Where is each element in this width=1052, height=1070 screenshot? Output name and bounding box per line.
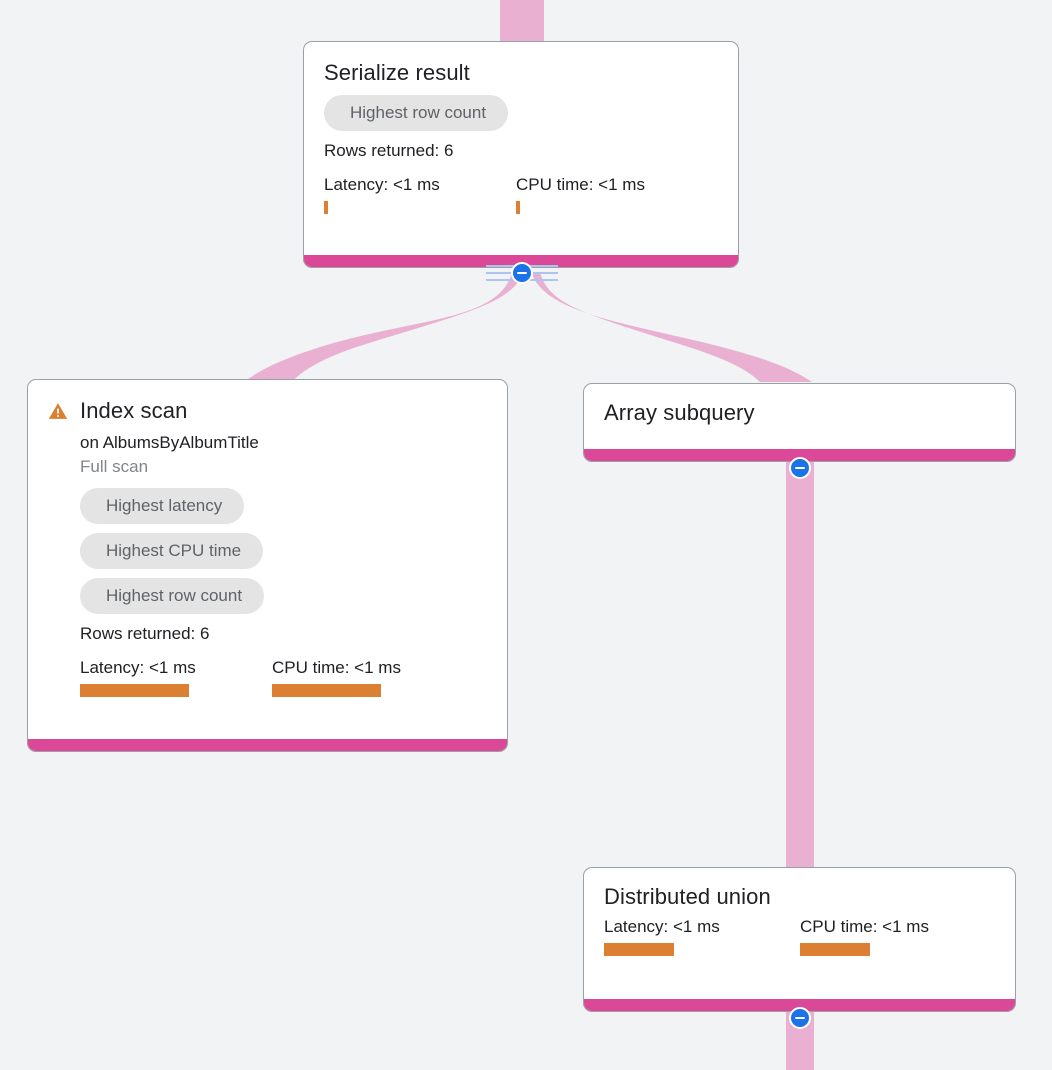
node-distributed-union-body: Distributed union Latency: <1 ms CPU tim… (584, 868, 1015, 966)
metric-latency-bar (324, 201, 328, 214)
metric-latency-bar (80, 684, 189, 697)
node-serialize-result-body: Serialize result Highest row count Rows … (304, 42, 738, 226)
node-index-scan-subtitle: on AlbumsByAlbumTitle (80, 433, 259, 452)
edge-incoming-top (500, 0, 544, 44)
metric-latency-label: Latency: <1 ms (324, 175, 440, 194)
metric-cpu-time-bar (272, 684, 381, 697)
warning-triangle-icon (48, 403, 68, 419)
metric-cpu-time-bar (516, 201, 520, 214)
edge-serialize-to-index-scan (244, 272, 522, 382)
metric-cpu-time-bar (800, 943, 870, 956)
node-serialize-result-metrics: Latency: <1 ms CPU time: <1 ms (324, 174, 718, 214)
node-distributed-union-metrics: Latency: <1 ms CPU time: <1 ms (604, 916, 995, 956)
collapse-toggle-serialize-result[interactable] (511, 262, 533, 284)
node-index-scan-details: on AlbumsByAlbumTitle Full scan Highest … (48, 431, 487, 697)
node-serialize-result-title-row: Serialize result (324, 60, 718, 86)
node-array-subquery-body: Array subquery (584, 384, 1015, 436)
node-index-scan-title-row: Index scan (48, 398, 487, 424)
metric-cpu-time-label: CPU time: <1 ms (272, 658, 401, 677)
node-index-scan-accent-bar (28, 739, 507, 751)
metric-cpu-time: CPU time: <1 ms (800, 916, 929, 956)
metric-latency-bar (604, 943, 674, 956)
node-serialize-result-accent-bar (304, 255, 738, 267)
node-distributed-union-title: Distributed union (604, 884, 771, 909)
metric-cpu-time: CPU time: <1 ms (272, 657, 401, 697)
badge-highest-latency: Highest latency (80, 488, 245, 524)
node-serialize-result-rows-returned: Rows returned: 6 (324, 141, 454, 160)
node-serialize-result-title: Serialize result (324, 60, 470, 85)
node-serialize-result[interactable]: Serialize result Highest row count Rows … (303, 41, 739, 268)
node-distributed-union[interactable]: Distributed union Latency: <1 ms CPU tim… (583, 867, 1016, 1012)
node-index-scan[interactable]: Index scan on AlbumsByAlbumTitle Full sc… (27, 379, 508, 752)
node-array-subquery[interactable]: Array subquery (583, 383, 1016, 462)
edge-serialize-to-array-subquery (532, 272, 812, 382)
metric-cpu-time: CPU time: <1 ms (516, 174, 645, 214)
metric-latency: Latency: <1 ms (324, 174, 516, 214)
metric-latency-label: Latency: <1 ms (80, 658, 196, 677)
node-index-scan-badges: Highest latency Highest CPU time Highest… (80, 488, 487, 614)
edge-array-subquery-to-distributed-union (786, 462, 814, 874)
node-index-scan-body: Index scan on AlbumsByAlbumTitle Full sc… (28, 380, 507, 709)
node-array-subquery-title: Array subquery (604, 400, 755, 425)
node-index-scan-title: Index scan (80, 398, 188, 423)
collapse-toggle-array-subquery[interactable] (789, 457, 811, 479)
node-serialize-result-badges: Highest row count (324, 95, 718, 131)
badge-highest-row-count: Highest row count (80, 578, 265, 614)
node-array-subquery-accent-bar (584, 449, 1015, 461)
metric-latency: Latency: <1 ms (80, 657, 272, 697)
node-distributed-union-accent-bar (584, 999, 1015, 1011)
metric-cpu-time-label: CPU time: <1 ms (800, 917, 929, 936)
metric-cpu-time-label: CPU time: <1 ms (516, 175, 645, 194)
badge-highest-row-count: Highest row count (324, 95, 509, 131)
metric-latency-label: Latency: <1 ms (604, 917, 720, 936)
node-index-scan-scan-type: Full scan (80, 457, 149, 476)
collapse-toggle-distributed-union[interactable] (789, 1007, 811, 1029)
node-index-scan-rows-returned: Rows returned: 6 (80, 624, 210, 643)
metric-latency: Latency: <1 ms (604, 916, 800, 956)
badge-highest-cpu-time: Highest CPU time (80, 533, 264, 569)
node-index-scan-metrics: Latency: <1 ms CPU time: <1 ms (80, 657, 487, 697)
